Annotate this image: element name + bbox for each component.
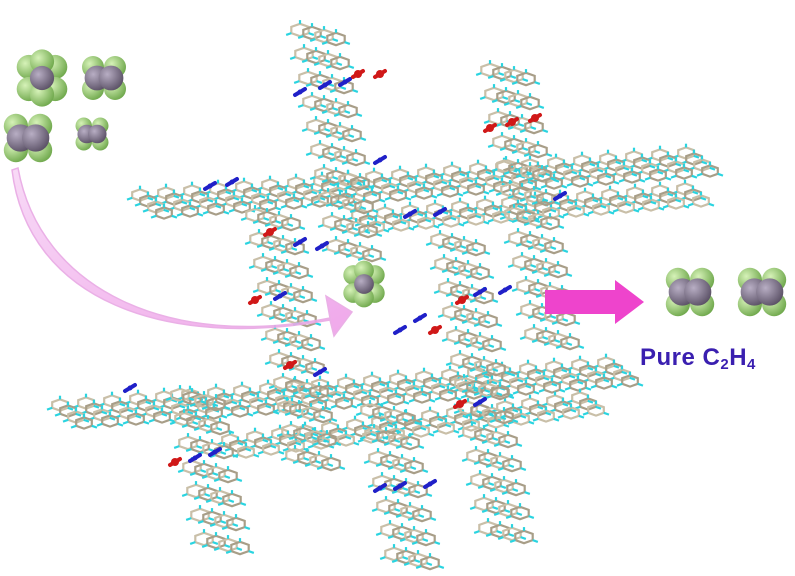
gas-mixture-molecules xyxy=(3,49,126,163)
right-arrow-icon xyxy=(545,280,644,324)
curved-arrow-icon xyxy=(11,167,354,338)
mof-framework xyxy=(46,20,724,571)
product-label: Pure C2H4 xyxy=(640,344,756,373)
trapped-molecule-icon xyxy=(343,260,385,308)
product-molecules xyxy=(665,267,787,317)
